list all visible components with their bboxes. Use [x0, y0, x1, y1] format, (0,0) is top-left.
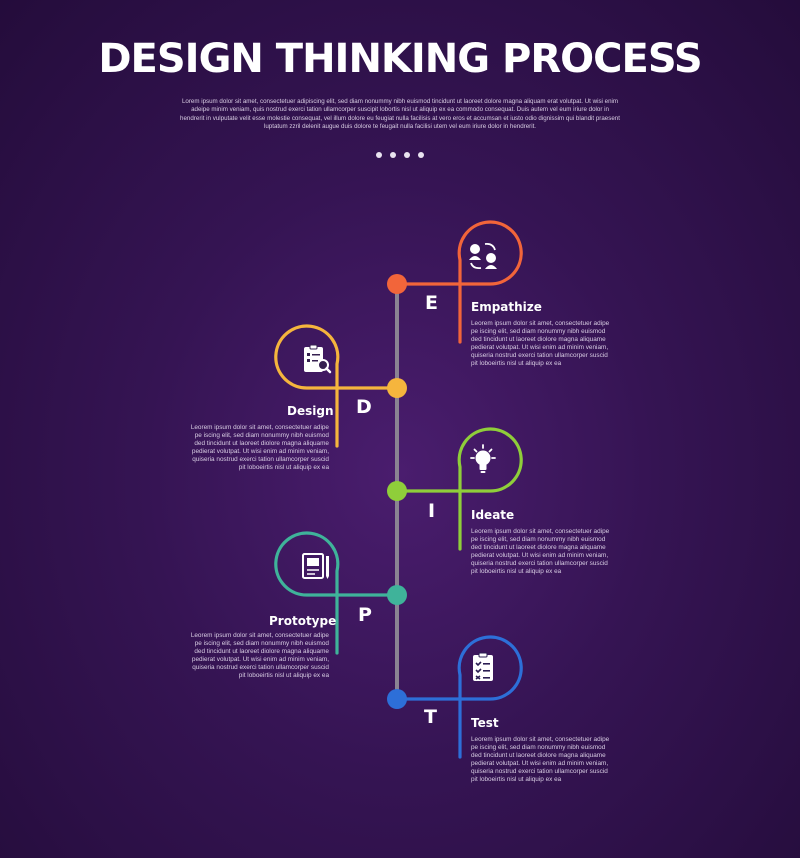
timeline-nodes: [387, 274, 407, 709]
loop-connector-ideate: [395, 427, 523, 551]
timeline-node-design: [387, 378, 407, 398]
timeline-node-empathize: [387, 274, 407, 294]
dot: [418, 152, 424, 158]
timeline-node-test: [387, 689, 407, 709]
step-title-test: Test: [471, 716, 499, 730]
step-title-design: Design: [287, 404, 334, 418]
step-letter-design: D: [356, 396, 372, 418]
step-letter-empathize: E: [425, 292, 438, 314]
step-description-design: Leorem ipsum dolor sit amet, consectetue…: [190, 424, 329, 472]
people-exchange-icon: [469, 242, 497, 270]
step-description-empathize: Leorem ipsum dolor sit amet, consectetue…: [471, 320, 610, 368]
dot: [376, 152, 382, 158]
step-description-prototype: Leorem ipsum dolor sit amet, consectetue…: [190, 632, 329, 680]
lightbulb-icon: [470, 444, 496, 473]
step-title-ideate: Ideate: [471, 508, 515, 522]
step-title-empathize: Empathize: [471, 300, 542, 314]
decorative-dots: [376, 152, 424, 158]
dot: [390, 152, 396, 158]
checklist-icon: [473, 652, 493, 681]
page-title: DESIGN THINKING PROCESS: [98, 36, 702, 82]
clipboard-search-icon: [304, 344, 332, 374]
page-subtitle: Lorem ipsum dolor sit amet, consectetuer…: [180, 98, 620, 131]
timeline-node-prototype: [387, 585, 407, 605]
loop-connector-test: [395, 635, 523, 759]
step-description-ideate: Leorem ipsum dolor sit amet, consectetue…: [471, 528, 610, 576]
loop-connector-design: [274, 324, 399, 448]
loop-connector-prototype: [274, 531, 399, 655]
dot: [404, 152, 410, 158]
step-description-test: Leorem ipsum dolor sit amet, consectetue…: [471, 736, 610, 784]
step-letter-prototype: P: [358, 604, 372, 626]
step-loops: [274, 220, 523, 759]
step-letter-test: T: [424, 706, 437, 728]
step-letter-ideate: I: [428, 500, 436, 522]
blueprint-icon: [302, 553, 329, 579]
step-title-prototype: Prototype: [269, 614, 337, 628]
loop-connector-empathize: [395, 220, 523, 344]
timeline-node-ideate: [387, 481, 407, 501]
